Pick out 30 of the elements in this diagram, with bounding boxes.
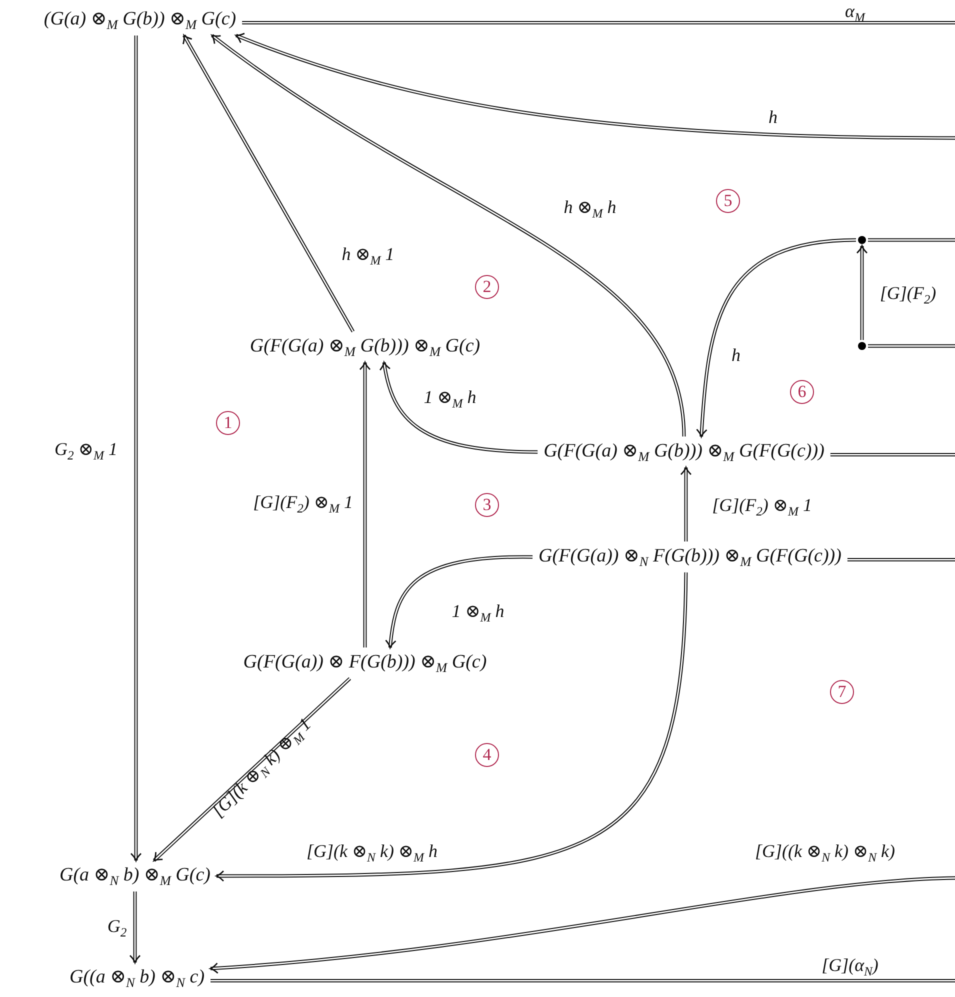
object-expression: G(F(G(a)) ⊗ F(G(b))) ⊗$_{M}$ G(c) [239, 650, 491, 676]
edge-label: h [732, 346, 740, 366]
object-expression: G((a ⊗$_{N}$ b) ⊗$_{N}$ c) [65, 964, 209, 992]
edge-label: G$_{2}$ ⊗$_{M}$ 1 [54, 440, 118, 460]
point-dot [858, 236, 866, 244]
edge-label: [G](F$_{2}$) [880, 284, 936, 304]
object-expression: G(F(G(a) ⊗$_{M}$ G(b))) ⊗$_{M}$ G(F(G(c))) [540, 438, 828, 466]
edge-label: [G](F$_{2}$) ⊗$_{M}$ 1 [253, 493, 353, 513]
region-number: 3 [475, 493, 499, 517]
edge-label: 1 ⊗$_{M}$ h [452, 602, 504, 622]
region-number: 1 [216, 411, 240, 435]
edge-label: [G](F$_{2}$) ⊗$_{M}$ 1 [712, 496, 812, 516]
region-number: 4 [475, 743, 499, 767]
object-expression: (G(a) ⊗$_{M}$ G(b)) ⊗$_{M}$ G(c) [40, 6, 240, 34]
region-number: 5 [716, 189, 740, 213]
edge-label: 1 ⊗$_{M}$ h [424, 388, 476, 408]
point-dot [858, 342, 866, 350]
edge-label: [G]((k ⊗$_{N}$ k) ⊗$_{N}$ k) [755, 842, 895, 862]
object-expression: G(F(G(a) ⊗$_{M}$ G(b))) ⊗$_{M}$ G(c) [246, 334, 484, 360]
edge-label: h [768, 108, 778, 128]
region-number: 7 [830, 680, 854, 704]
edge-label: [G](α$_{N}$) [822, 956, 878, 976]
edge-label: h ⊗$_{M}$ h [564, 198, 616, 218]
edge-label: h ⊗$_{M}$ 1 [342, 245, 394, 265]
region-number: 6 [790, 380, 814, 404]
object-expression: G(F(G(a)) ⊗$_{N}$ F(G(b))) ⊗$_{M}$ G(F(G(c))) [534, 544, 846, 570]
region-number: 2 [475, 275, 499, 299]
edge-label: G$_{2}$ [107, 917, 127, 937]
edge-label: [G](k ⊗$_{N}$ k) ⊗$_{M}$ h [306, 842, 438, 862]
object-expression: G(a ⊗$_{N}$ b) ⊗$_{M}$ G(c) [56, 862, 214, 890]
